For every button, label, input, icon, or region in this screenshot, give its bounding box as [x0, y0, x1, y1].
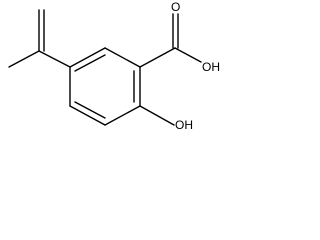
- bond-ring-carboxyl: [139, 47, 176, 68]
- acid-hydroxyl-label: OH: [202, 60, 220, 74]
- bond-acid-oh: [174, 47, 202, 63]
- carbonyl-oxygen-label: O: [171, 0, 181, 14]
- ring-bond-2: [104, 47, 141, 68]
- ring-bond-4: [104, 105, 141, 126]
- ring-bond-5-inner: [74, 101, 106, 119]
- bond-to-ring: [38, 50, 71, 68]
- ring-bond-5: [69, 105, 106, 126]
- bond-phenol-oh: [139, 105, 175, 126]
- ring-bond-1-inner: [74, 54, 106, 72]
- molecule-structure: [8, 9, 202, 126]
- bond-methyl: [8, 50, 40, 68]
- phenol-hydroxyl-label: OH: [175, 118, 193, 132]
- structure-diagram: O OH OH: [0, 0, 230, 138]
- ring-bond-1: [69, 47, 106, 68]
